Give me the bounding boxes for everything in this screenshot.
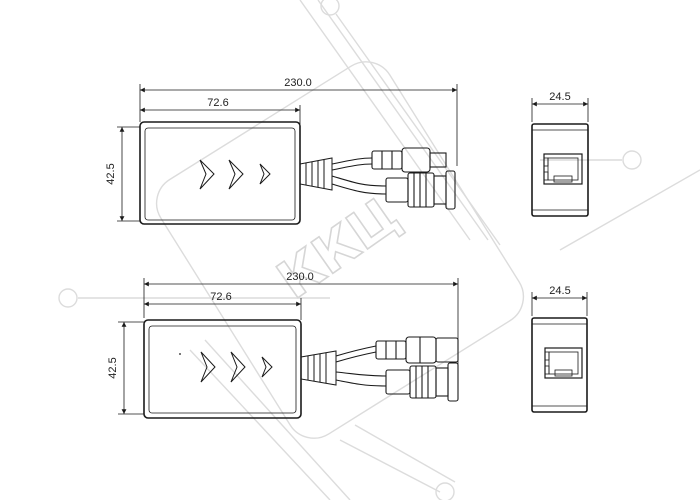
injector-view-bottom xyxy=(118,278,588,419)
height-label-top: 42.5 xyxy=(105,163,117,184)
side-view-top xyxy=(531,98,589,217)
chevron-arrows-bottom xyxy=(200,351,273,383)
dc-plug-bottom xyxy=(375,336,459,364)
bnc-connector-bottom xyxy=(385,362,459,402)
height-dimension-bottom xyxy=(118,321,144,415)
width-dimension-top xyxy=(140,105,301,124)
rj45-port-top xyxy=(543,153,583,185)
side-label-top: 24.5 xyxy=(549,91,570,103)
chevron-arrows-top xyxy=(199,159,271,190)
injector-view-top xyxy=(117,84,589,225)
side-label-bottom: 24.5 xyxy=(549,285,570,297)
height-dimension-top xyxy=(117,126,140,222)
length-label-bottom: 230.0 xyxy=(286,271,314,283)
width-label-top: 72.6 xyxy=(207,97,228,109)
bnc-connector-top xyxy=(385,170,456,210)
length-label-top: 230.0 xyxy=(284,77,312,89)
height-label-bottom: 42.5 xyxy=(107,357,119,378)
rj45-port-bottom xyxy=(544,347,583,379)
cables-bottom xyxy=(335,345,387,387)
housing-top xyxy=(139,121,301,225)
dimension-labels: 230.0 72.6 42.5 24.5 230.0 72.6 42.5 24.… xyxy=(105,77,571,379)
watermark: ККЦ xyxy=(58,0,700,500)
housing-bottom xyxy=(143,319,302,419)
width-dimension-bottom xyxy=(144,298,302,320)
dc-plug-top xyxy=(371,147,447,173)
width-label-bottom: 72.6 xyxy=(210,291,231,303)
watermark-text: ККЦ xyxy=(267,186,411,312)
side-view-bottom xyxy=(531,292,588,413)
strain-relief-top xyxy=(299,157,333,191)
strain-relief-bottom xyxy=(300,350,337,386)
cables-top xyxy=(331,157,387,195)
length-dimension-top xyxy=(139,84,458,166)
